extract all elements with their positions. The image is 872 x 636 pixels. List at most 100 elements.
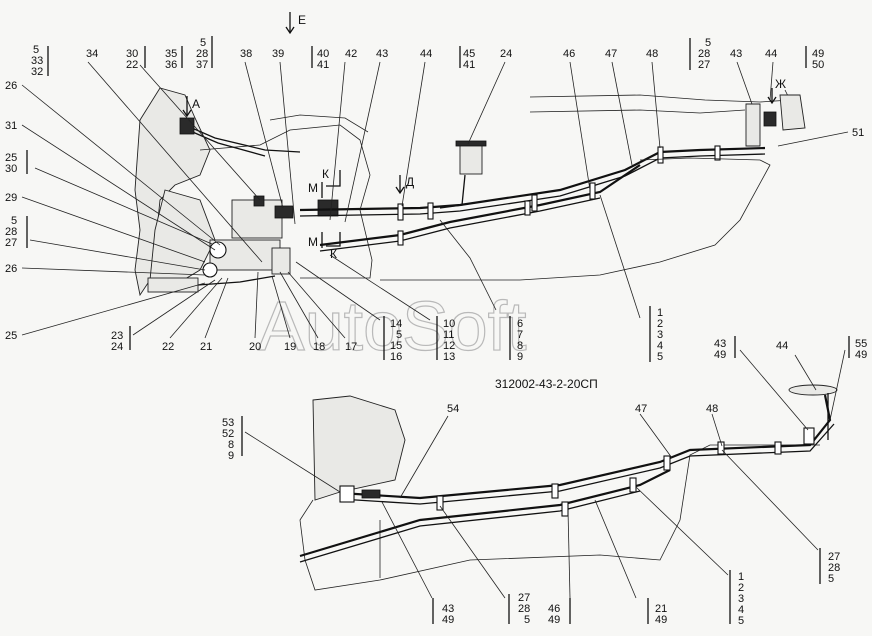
callout-44b: 44 <box>765 48 777 60</box>
view-mark-m2: М <box>308 235 318 249</box>
callout-47: 47 <box>605 48 617 60</box>
group-14-16-c: 15 <box>390 340 402 352</box>
callout-19: 19 <box>284 341 296 353</box>
group-1-5-l-a: 1 <box>738 571 744 583</box>
group-25-30-b: 30 <box>5 163 17 175</box>
group-43-49-top-a: 43 <box>714 338 726 350</box>
watermark-text: AutoSoft <box>258 287 527 365</box>
upper-view <box>134 87 806 297</box>
group-43-49-top-b: 49 <box>714 349 726 361</box>
group-53-9-c: 8 <box>228 439 234 451</box>
group-43-49-bot-a: 43 <box>442 603 454 615</box>
group-49-50-a: 49 <box>812 48 824 60</box>
group-5-28-27-l-a: 5 <box>11 215 17 227</box>
callout-44c: 44 <box>776 340 788 352</box>
group-49-50-b: 50 <box>812 59 824 71</box>
callout-43b: 43 <box>730 48 742 60</box>
group-1-5-a: 1 <box>657 307 663 319</box>
group-14-16-d: 16 <box>390 351 402 363</box>
group-1-5-l-e: 5 <box>738 615 744 627</box>
group-5-28-37-a: 5 <box>200 37 206 49</box>
callout-29: 29 <box>5 192 17 204</box>
group-25-30-a: 25 <box>5 152 17 164</box>
group-1-5-l-c: 3 <box>738 593 744 605</box>
callout-22: 22 <box>162 341 174 353</box>
group-14-16-a: 14 <box>390 318 402 330</box>
callout-47b: 47 <box>635 403 647 415</box>
group-55-49-b: 49 <box>855 349 867 361</box>
callout-43: 43 <box>376 48 388 60</box>
group-6-9-b: 7 <box>517 329 523 341</box>
group-14-16-b: 5 <box>396 329 402 341</box>
group-6-9-c: 8 <box>517 340 523 352</box>
group-5-33-32-a: 5 <box>33 44 39 56</box>
drawing-number: 312002-43-2-20СП <box>495 377 598 391</box>
group-45-41-a: 45 <box>463 48 475 60</box>
group-10-13-c: 12 <box>443 340 455 352</box>
callout-31: 31 <box>5 120 17 132</box>
callout-51: 51 <box>852 127 864 139</box>
view-mark-k1: К <box>322 167 329 181</box>
callout-18: 18 <box>313 341 325 353</box>
view-mark-zh: Ж <box>775 77 786 91</box>
group-21-49-b: 49 <box>655 614 667 626</box>
group-27-28-5-b-b: 28 <box>518 603 530 615</box>
group-5-33-32-c: 32 <box>31 66 43 78</box>
view-mark-e: Е <box>298 13 306 27</box>
group-40-41-a: 40 <box>317 48 329 60</box>
group-23-24-b: 24 <box>111 341 123 353</box>
group-27-28-5-b-a: 27 <box>518 592 530 604</box>
group-10-13-a: 10 <box>443 318 455 330</box>
group-46-49-b: 49 <box>548 614 560 626</box>
group-10-13-d: 13 <box>443 351 455 363</box>
callout-24: 24 <box>500 48 512 60</box>
group-45-41-b: 41 <box>463 59 475 71</box>
callout-54: 54 <box>447 403 459 415</box>
group-5-28-37-b: 28 <box>196 48 208 60</box>
callout-34: 34 <box>86 48 98 60</box>
callout-17: 17 <box>345 341 357 353</box>
callout-38: 38 <box>240 48 252 60</box>
callout-48b: 48 <box>706 403 718 415</box>
group-6-9-d: 9 <box>517 351 523 363</box>
callout-21: 21 <box>200 341 212 353</box>
group-27-28-5-b-c: 5 <box>524 614 530 626</box>
group-23-24-a: 23 <box>111 330 123 342</box>
group-40-41-b: 41 <box>317 59 329 71</box>
group-35-36-b: 36 <box>165 59 177 71</box>
group-30-22-a: 30 <box>126 48 138 60</box>
view-mark-d: Д <box>406 175 414 189</box>
group-5-28-27-l-c: 27 <box>5 237 17 249</box>
callout-26b: 26 <box>5 263 17 275</box>
group-27-28-5-r-b: 28 <box>828 562 840 574</box>
group-1-5-l-b: 2 <box>738 582 744 594</box>
group-5-28-27-l-b: 28 <box>5 226 17 238</box>
group-21-49-a: 21 <box>655 603 667 615</box>
callout-26: 26 <box>5 80 17 92</box>
group-55-49-a: 55 <box>855 338 867 350</box>
group-5-28-37-c: 37 <box>196 59 208 71</box>
callout-20: 20 <box>249 341 261 353</box>
group-30-22-b: 22 <box>126 59 138 71</box>
leader-lines <box>21 61 849 599</box>
group-1-5-e: 5 <box>657 351 663 363</box>
group-1-5-l-d: 4 <box>738 604 744 616</box>
callout-48: 48 <box>646 48 658 60</box>
view-mark-m1: М <box>308 181 318 195</box>
group-1-5-b: 2 <box>657 318 663 330</box>
callout-groups: 5 33 32 30 22 35 36 5 28 37 40 41 45 41 … <box>5 36 867 627</box>
group-53-9-a: 53 <box>222 417 234 429</box>
view-mark-a: А <box>192 97 200 111</box>
view-mark-k2: К <box>330 247 337 261</box>
group-1-5-d: 4 <box>657 340 663 352</box>
callout-25: 25 <box>5 330 17 342</box>
group-5-28-27-c: 27 <box>698 59 710 71</box>
callout-46: 46 <box>563 48 575 60</box>
group-35-36-a: 35 <box>165 48 177 60</box>
callout-44: 44 <box>420 48 432 60</box>
group-27-28-5-r-c: 5 <box>828 573 834 585</box>
group-27-28-5-r-a: 27 <box>828 551 840 563</box>
group-53-9-b: 52 <box>222 428 234 440</box>
